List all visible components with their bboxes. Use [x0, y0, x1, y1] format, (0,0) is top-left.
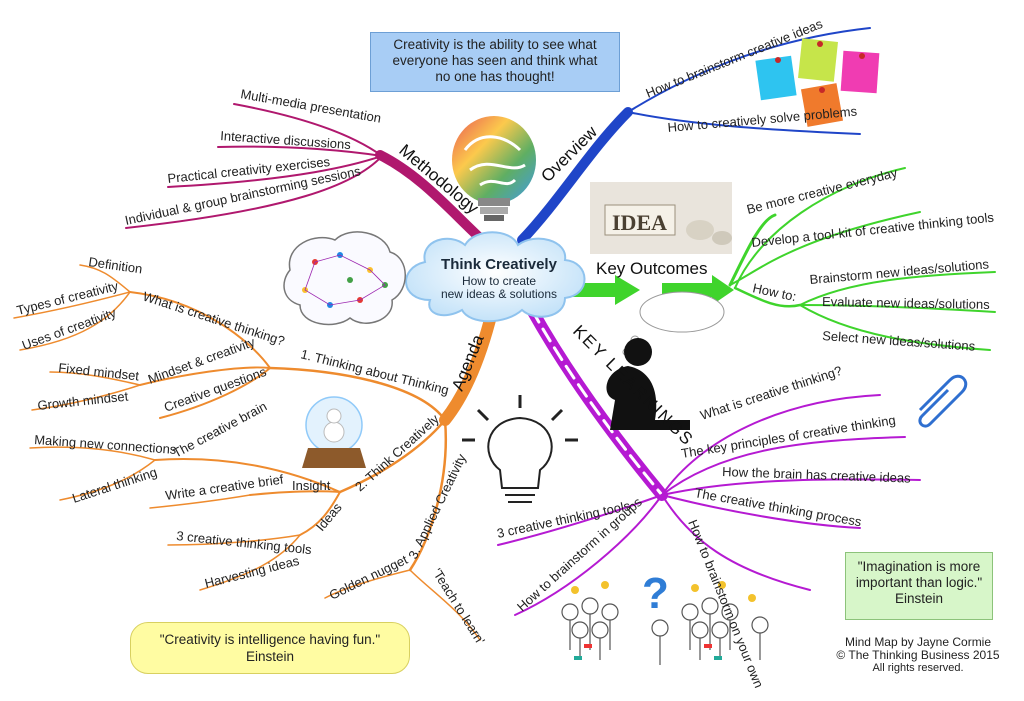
lightbulb-sketch-illustration [462, 395, 578, 503]
creativity-quote-box: Creativity is the ability to see what ev… [370, 32, 620, 92]
quote-line: important than logic." [855, 575, 983, 590]
key-learnings-item: How the brain has creative ideas [722, 464, 912, 486]
agenda-item: Golden nugget [327, 552, 411, 603]
quote-line: no one has thought! [435, 69, 555, 84]
branch-methodology [125, 103, 485, 243]
agenda-item: Insight [292, 478, 331, 493]
quote-line: everyone has seen and think what [392, 53, 598, 68]
key-outcomes-item: Be more creative everyday [745, 165, 899, 217]
key-learnings-item: What is creative thinking? [698, 363, 844, 423]
agenda-item: Definition [88, 254, 144, 276]
people-brainstorm-illustration: ? [561, 569, 769, 665]
how-to-item: Evaluate new ideas/solutions [822, 294, 990, 312]
agenda-item: Lateral thinking [70, 464, 158, 506]
agenda-item: Growth mindset [37, 389, 129, 413]
idea-sign-image [590, 182, 732, 254]
key-outcomes-label: Key Outcomes [596, 259, 708, 278]
central-topic-title: Think Creatively [441, 256, 557, 273]
key-learnings-item: How to brainstorm on your own [685, 518, 766, 690]
credit-text: Mind Map by Jayne Cormie © The Thinking … [828, 636, 1008, 675]
quote-line: Creativity is the ability to see what [393, 37, 597, 52]
snow-globe-illustration [302, 396, 366, 468]
agenda-item: 3 creative thinking tools [176, 528, 313, 557]
central-cloud [405, 231, 586, 323]
credit-line: All rights reserved. [872, 662, 964, 674]
credit-line: © The Thinking Business 2015 [836, 648, 1000, 662]
quote-author: Einstein [245, 649, 295, 664]
central-topic-subtitle: How to create new ideas & solutions [424, 275, 574, 301]
agenda-item: 'Teach to learn' [429, 566, 488, 647]
branch-agenda [13, 264, 498, 641]
sticky-notes-illustration [755, 38, 880, 127]
imagination-quote-box: "Imagination is more important than logi… [845, 552, 993, 620]
agenda-item: Making new connections [34, 432, 178, 457]
subtitle-line: new ideas & solutions [440, 287, 558, 301]
branch-overview [517, 27, 871, 245]
overview-item: How to creatively solve problems [667, 103, 858, 135]
agenda-item: What is creative thinking? [141, 289, 287, 349]
methodology-item: Interactive discussions [220, 128, 352, 152]
svg-text:?: ? [642, 569, 669, 618]
subtitle-line: How to create [461, 274, 537, 288]
quote-author: Einstein [894, 591, 944, 606]
brain-illustration [283, 231, 406, 326]
agenda-section-2: 2. Think Creatively [352, 411, 442, 494]
einstein-quote-box: "Creativity is intelligence having fun."… [130, 622, 410, 674]
quote-line: "Imagination is more [857, 559, 981, 574]
how-to-item: Select new ideas/solutions [822, 328, 976, 354]
paperclip-icon [918, 374, 968, 428]
branch-key-outcomes [728, 167, 996, 351]
how-to-item: Brainstorm new ideas/solutions [809, 256, 990, 287]
agenda-section-3: 3. Applied Creativity [405, 451, 469, 561]
idea-sign-text: IDEA [612, 210, 667, 235]
agenda-item: Ideas [313, 500, 345, 534]
thinker-silhouette [606, 291, 725, 430]
agenda-item: Harvesting ideas [203, 553, 301, 591]
branch-key-learnings [497, 304, 921, 616]
credit-line: Mind Map by Jayne Cormie [844, 635, 992, 649]
overview-item: How to brainstorm creative ideas [644, 16, 826, 101]
quote-line: "Creativity is intelligence having fun." [159, 632, 381, 647]
methodology-item: Multi-media presentation [239, 86, 382, 125]
agenda-item: Fixed mindset [58, 360, 140, 383]
key-outcomes-arrows [560, 275, 734, 305]
key-outcomes-item: Develop a tool-kit of creative thinking … [751, 210, 995, 250]
how-to-label: How to: [751, 280, 797, 304]
creative-bulb-illustration [452, 116, 536, 221]
